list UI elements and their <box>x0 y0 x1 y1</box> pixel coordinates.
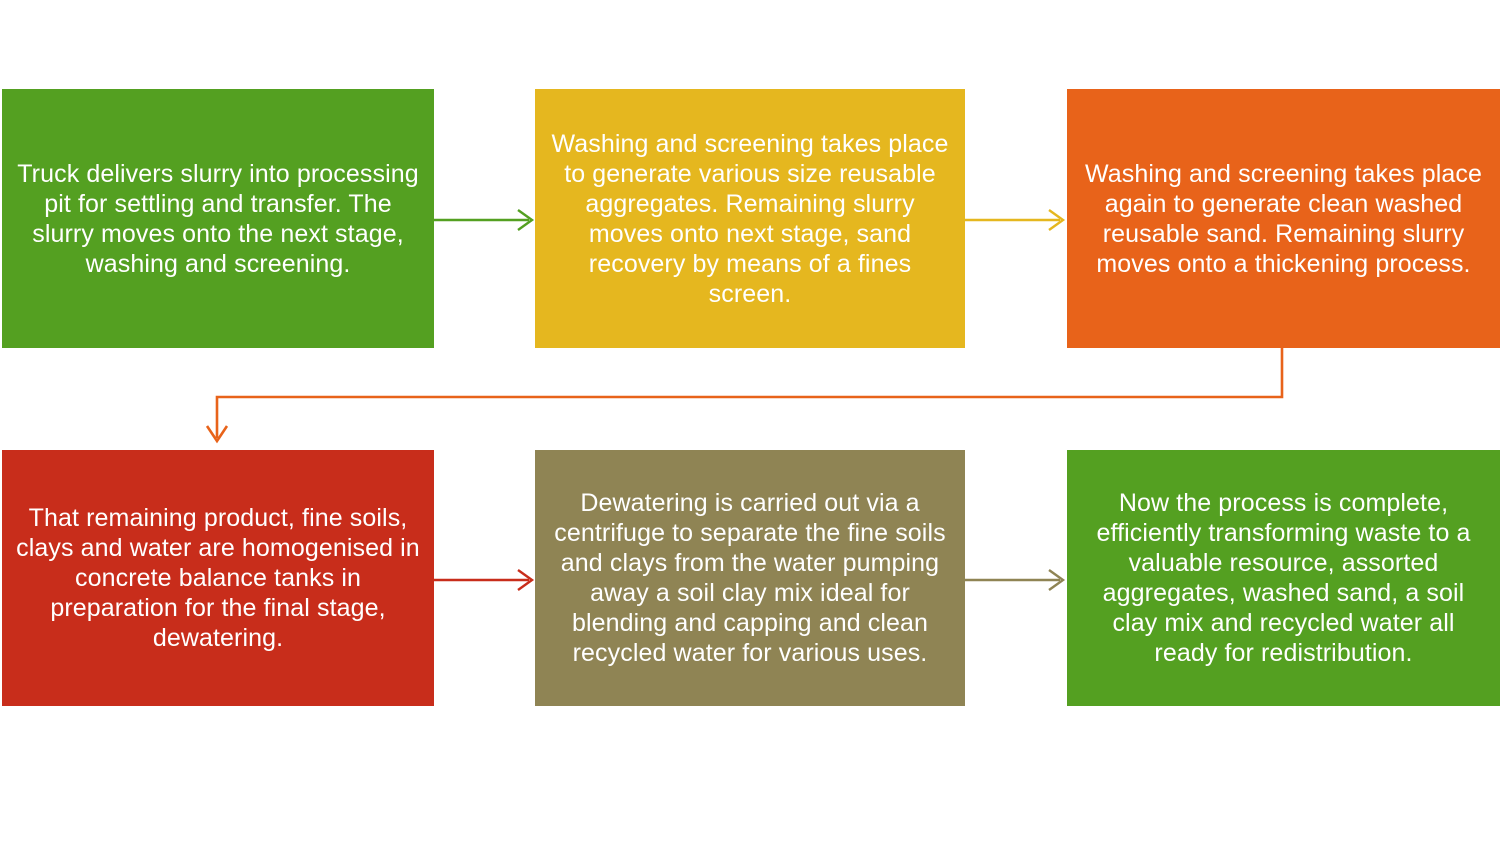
node-label: Dewatering is carried out via a centrifu… <box>554 489 946 667</box>
arrow-node3-to-node4 <box>205 346 1284 444</box>
arrow-head-icon <box>1048 569 1066 591</box>
process-node-washing-screening-2[interactable]: Washing and screening takes place again … <box>1067 89 1500 348</box>
node-label: Truck delivers slurry into processing pi… <box>17 159 419 278</box>
arrow-node4-to-node5 <box>434 569 535 591</box>
process-node-dewatering[interactable]: Dewatering is carried out via a centrifu… <box>535 450 965 706</box>
arrow-head-icon <box>1048 209 1066 231</box>
node-label: Washing and screening takes place again … <box>1084 159 1483 278</box>
process-node-washing-screening-1[interactable]: Washing and screening takes place to gen… <box>535 89 965 348</box>
process-node-complete[interactable]: Now the process is complete, efficiently… <box>1067 450 1500 706</box>
arrow-node1-to-node2 <box>434 209 535 231</box>
arrow-head-icon <box>517 209 535 231</box>
arrow-node2-to-node3 <box>965 209 1066 231</box>
node-label: That remaining product, fine soils, clay… <box>16 504 420 652</box>
node-label: Now the process is complete, efficiently… <box>1096 489 1471 667</box>
node-label: Washing and screening takes place to gen… <box>551 129 949 308</box>
arrow-head-icon <box>517 569 535 591</box>
process-node-truck-delivery[interactable]: Truck delivers slurry into processing pi… <box>2 89 434 348</box>
arrow-head-icon <box>205 425 229 444</box>
arrow-node5-to-node6 <box>965 569 1066 591</box>
arrow-shaft <box>215 346 1284 438</box>
process-node-balance-tanks[interactable]: That remaining product, fine soils, clay… <box>2 450 434 706</box>
